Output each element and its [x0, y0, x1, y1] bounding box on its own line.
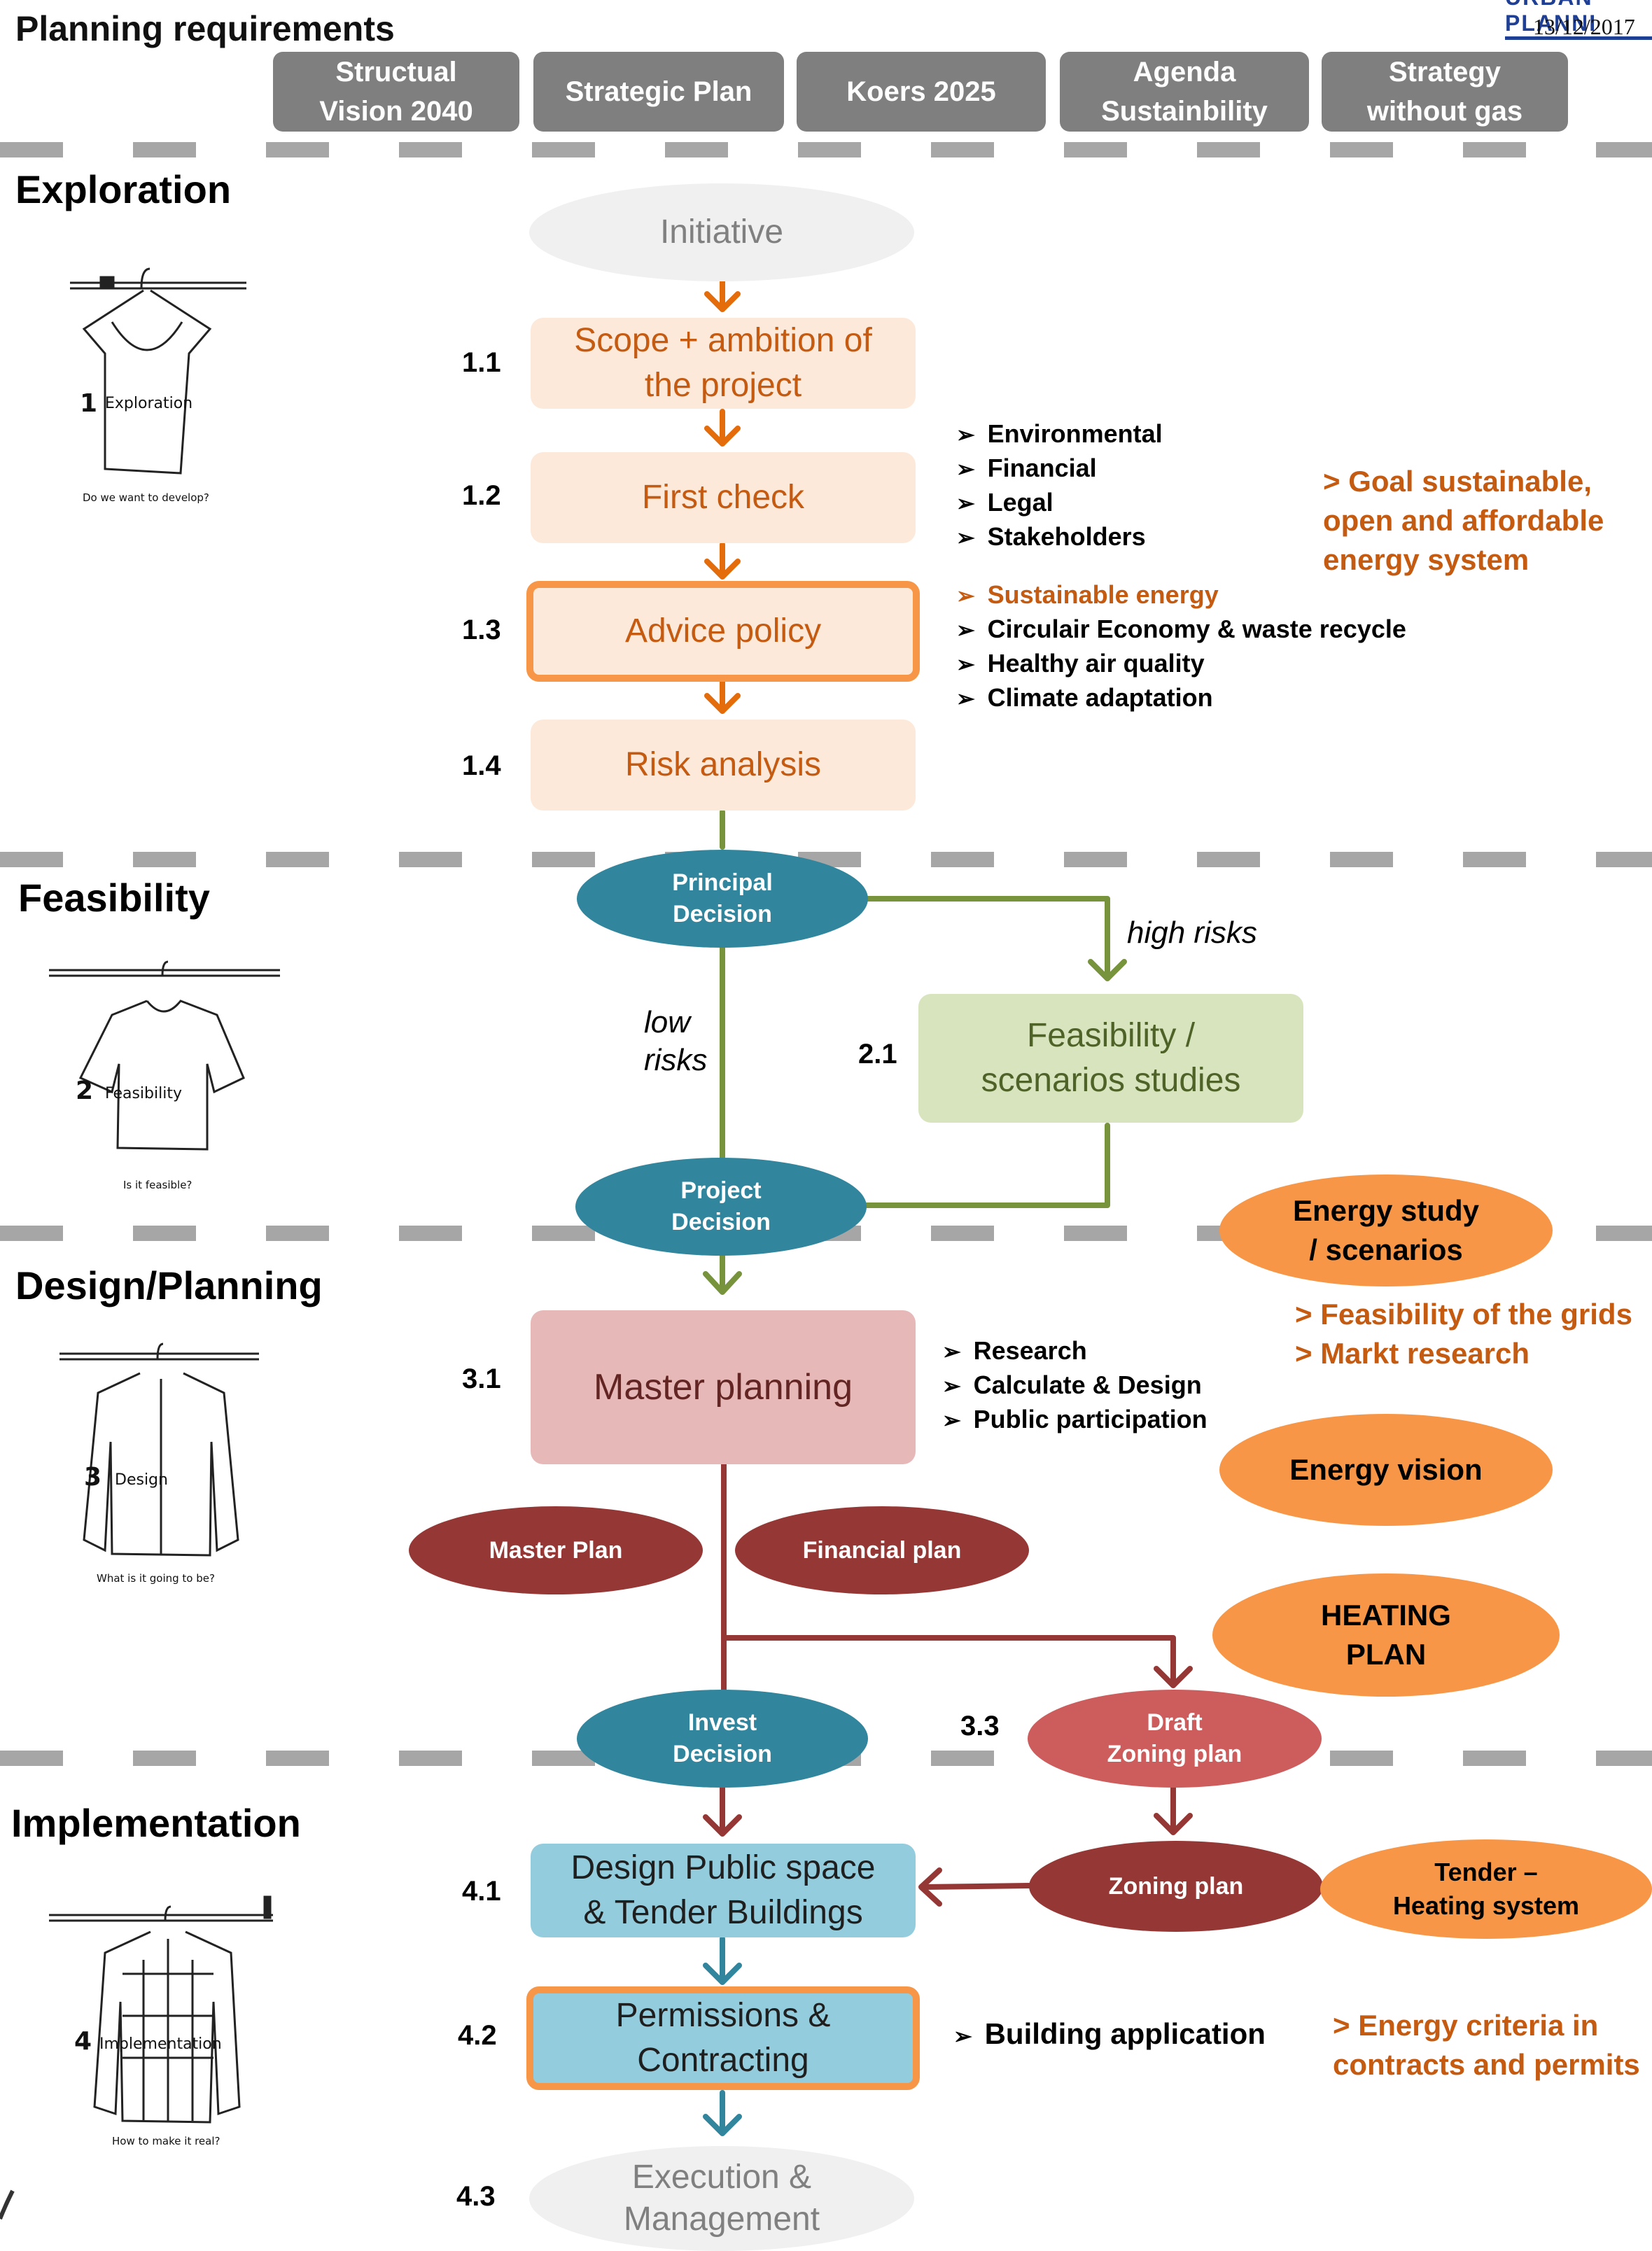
high-risks-label: high risks — [1127, 916, 1257, 950]
illustration-label: Feasibility — [105, 1085, 182, 1102]
tshirt-illustration — [49, 960, 280, 1151]
illustration-number: 3 — [84, 1463, 102, 1492]
step-first-check[interactable]: First check — [531, 452, 916, 543]
step-advice-policy[interactable]: Advice policy — [526, 581, 920, 682]
energy-vision-node[interactable]: Energy vision — [1219, 1414, 1553, 1526]
illustration-number: 1 — [80, 389, 98, 418]
step-design-public-space[interactable]: Design Public space & Tender Buildings — [531, 1844, 916, 1937]
list-item: Financial — [956, 451, 1163, 486]
grids-note: > Feasibility of the grids > Markt resea… — [1295, 1298, 1632, 1370]
list-item: Stakeholders — [956, 520, 1163, 554]
list-item: Research — [942, 1334, 1208, 1368]
tab-structural-vision[interactable]: Structual Vision 2040 — [273, 52, 519, 132]
illustration-caption: How to make it real? — [112, 2135, 220, 2147]
phase-title-feasibility: Feasibility — [18, 876, 210, 920]
brand-logo: URBAN PLANNI — [1505, 0, 1652, 40]
list-item: Climate adaptation — [956, 681, 1406, 715]
green-flow — [703, 809, 1127, 1295]
illustration-label: Exploration — [105, 395, 193, 412]
teal-flow — [703, 1936, 742, 2136]
implementation-list: Building application — [953, 2017, 1266, 2053]
page-title: Planning requirements — [15, 9, 395, 48]
date-label: 13/12/2017 — [1533, 14, 1635, 39]
tab-agenda-sustainability[interactable]: Agenda Sustainbility — [1060, 52, 1309, 132]
step-scope-ambition[interactable]: Scope + ambition of the project — [531, 318, 916, 409]
step-number: 1.4 — [462, 750, 501, 781]
illustration-caption: What is it going to be? — [97, 1572, 215, 1585]
step-permissions-contracting[interactable]: Permissions & Contracting — [526, 1986, 920, 2090]
illustration-caption: Is it feasible? — [123, 1179, 192, 1191]
project-decision[interactable]: Project Decision — [575, 1158, 867, 1256]
tab-strategic-plan[interactable]: Strategic Plan — [533, 52, 784, 132]
zoning-plan[interactable]: Zoning plan — [1029, 1841, 1323, 1932]
edge-mark — [0, 2189, 15, 2220]
criteria-note: > Energy criteria in contracts and permi… — [1333, 2009, 1640, 2081]
step-number: 4.2 — [458, 2020, 497, 2051]
list-item: Building application — [953, 2017, 1266, 2053]
orange-arrows — [704, 276, 741, 714]
list-item: Public participation — [942, 1403, 1208, 1437]
step-number: 1.3 — [462, 615, 501, 645]
phase-title-exploration: Exploration — [15, 167, 232, 211]
master-planning-list: Research Calculate & Design Public parti… — [942, 1334, 1208, 1437]
step-master-planning[interactable]: Master planning — [531, 1310, 916, 1464]
invest-decision[interactable]: Invest Decision — [577, 1690, 868, 1788]
initiative-node[interactable]: Initiative — [529, 183, 914, 281]
list-item: Sustainable energy — [956, 578, 1406, 612]
list-item: Legal — [956, 486, 1163, 520]
phase-title-design: Design/Planning — [15, 1263, 323, 1307]
execution-management-node[interactable]: Execution & Management — [529, 2146, 914, 2251]
step-number: 1.2 — [462, 480, 501, 511]
tab-koers-2025[interactable]: Koers 2025 — [797, 52, 1046, 132]
step-number: 3.1 — [462, 1363, 501, 1394]
step-number: 3.3 — [960, 1711, 1000, 1741]
draft-zoning-plan[interactable]: Draft Zoning plan — [1028, 1690, 1322, 1788]
step-feasibility-studies[interactable]: Feasibility / scenarios studies — [918, 994, 1303, 1123]
energy-study-node[interactable]: Energy study / scenarios — [1219, 1174, 1553, 1286]
goal-note: > Goal sustainable, open and affordable … — [1323, 465, 1604, 576]
phase-title-implementation: Implementation — [11, 1801, 301, 1845]
tender-heating-node[interactable]: Tender – Heating system — [1320, 1839, 1652, 1939]
list-item: Circulair Economy & waste recycle — [956, 612, 1406, 647]
illustration-number: 2 — [76, 1077, 94, 1105]
financial-plan-output[interactable]: Financial plan — [735, 1506, 1029, 1594]
illustration-caption: Do we want to develop? — [83, 491, 209, 504]
tab-strategy-without-gas[interactable]: Strategy without gas — [1322, 52, 1568, 132]
low-risks-label: low risks — [644, 1005, 708, 1077]
illustration-label: Design — [115, 1471, 168, 1489]
first-check-list: Environmental Financial Legal Stakeholde… — [956, 417, 1163, 554]
step-number: 2.1 — [858, 1039, 897, 1070]
illustration-number: 4 — [74, 2027, 92, 2056]
maroon-flow — [703, 1461, 1193, 1907]
step-risk-analysis[interactable]: Risk analysis — [531, 720, 916, 811]
master-plan-output[interactable]: Master Plan — [409, 1506, 703, 1594]
heating-plan-node[interactable]: HEATING PLAN — [1212, 1573, 1560, 1697]
list-item: Calculate & Design — [942, 1368, 1208, 1403]
jacket-illustration — [49, 1895, 273, 2124]
step-number: 1.1 — [462, 347, 501, 378]
step-number: 4.1 — [462, 1876, 501, 1907]
step-number: 4.3 — [456, 2181, 496, 2212]
policy-themes-list: Sustainable energy Circulair Economy & w… — [956, 578, 1406, 715]
illustration-label: Implementation — [99, 2035, 222, 2053]
list-item: Environmental — [956, 417, 1163, 451]
tank-top-illustration — [70, 267, 246, 475]
principal-decision[interactable]: Principal Decision — [577, 850, 868, 948]
list-item: Healthy air quality — [956, 647, 1406, 681]
shirt-illustration — [59, 1342, 259, 1557]
